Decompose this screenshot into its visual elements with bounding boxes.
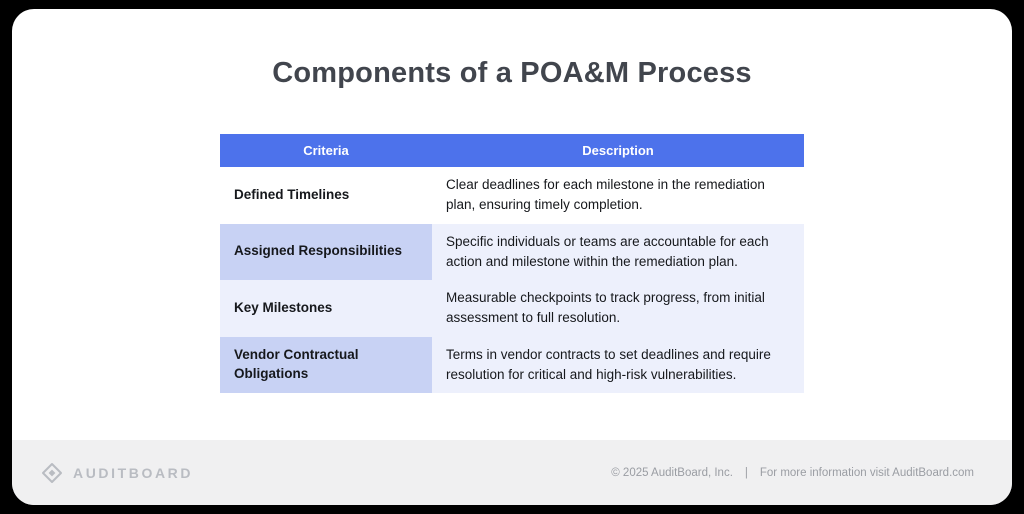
table-header-row: Criteria Description (220, 134, 804, 167)
description-cell: Measurable checkpoints to track progress… (432, 280, 804, 337)
content-card: Components of a POA&M Process Criteria D… (12, 9, 1012, 505)
table-row: Vendor Contractual Obligations Terms in … (220, 336, 804, 393)
table-row: Assigned Responsibilities Specific indiv… (220, 223, 804, 280)
footer-more-info-text: For more information visit AuditBoard.co… (759, 466, 974, 479)
footer-bar: AUDITBOARD © 2025 AuditBoard, Inc. | For… (12, 440, 1012, 505)
auditboard-logo-text: AUDITBOARD (73, 464, 194, 481)
criteria-cell: Key Milestones (220, 280, 432, 337)
table-header-criteria: Criteria (303, 143, 349, 158)
auditboard-logo-icon (42, 462, 62, 483)
description-cell: Clear deadlines for each milestone in th… (432, 167, 804, 224)
table-header-description: Description (582, 143, 654, 158)
auditboard-logo: AUDITBOARD (40, 461, 193, 485)
poam-components-table: Criteria Description Defined Timelines C… (220, 134, 804, 393)
copyright-text: © 2025 AuditBoard, Inc. (611, 466, 733, 479)
criteria-cell: Assigned Responsibilities (220, 223, 432, 280)
page-title: Components of a POA&M Process (272, 57, 752, 89)
criteria-cell: Vendor Contractual Obligations (220, 336, 432, 393)
description-cell: Specific individuals or teams are accoun… (432, 223, 804, 280)
description-cell: Terms in vendor contracts to set deadlin… (432, 336, 804, 393)
footer-info: © 2025 AuditBoard, Inc. | For more infor… (611, 467, 974, 479)
table-row: Key Milestones Measurable checkpoints to… (220, 280, 804, 337)
criteria-cell: Defined Timelines (220, 167, 432, 224)
footer-separator: | (744, 466, 748, 479)
table-row: Defined Timelines Clear deadlines for ea… (220, 167, 804, 224)
